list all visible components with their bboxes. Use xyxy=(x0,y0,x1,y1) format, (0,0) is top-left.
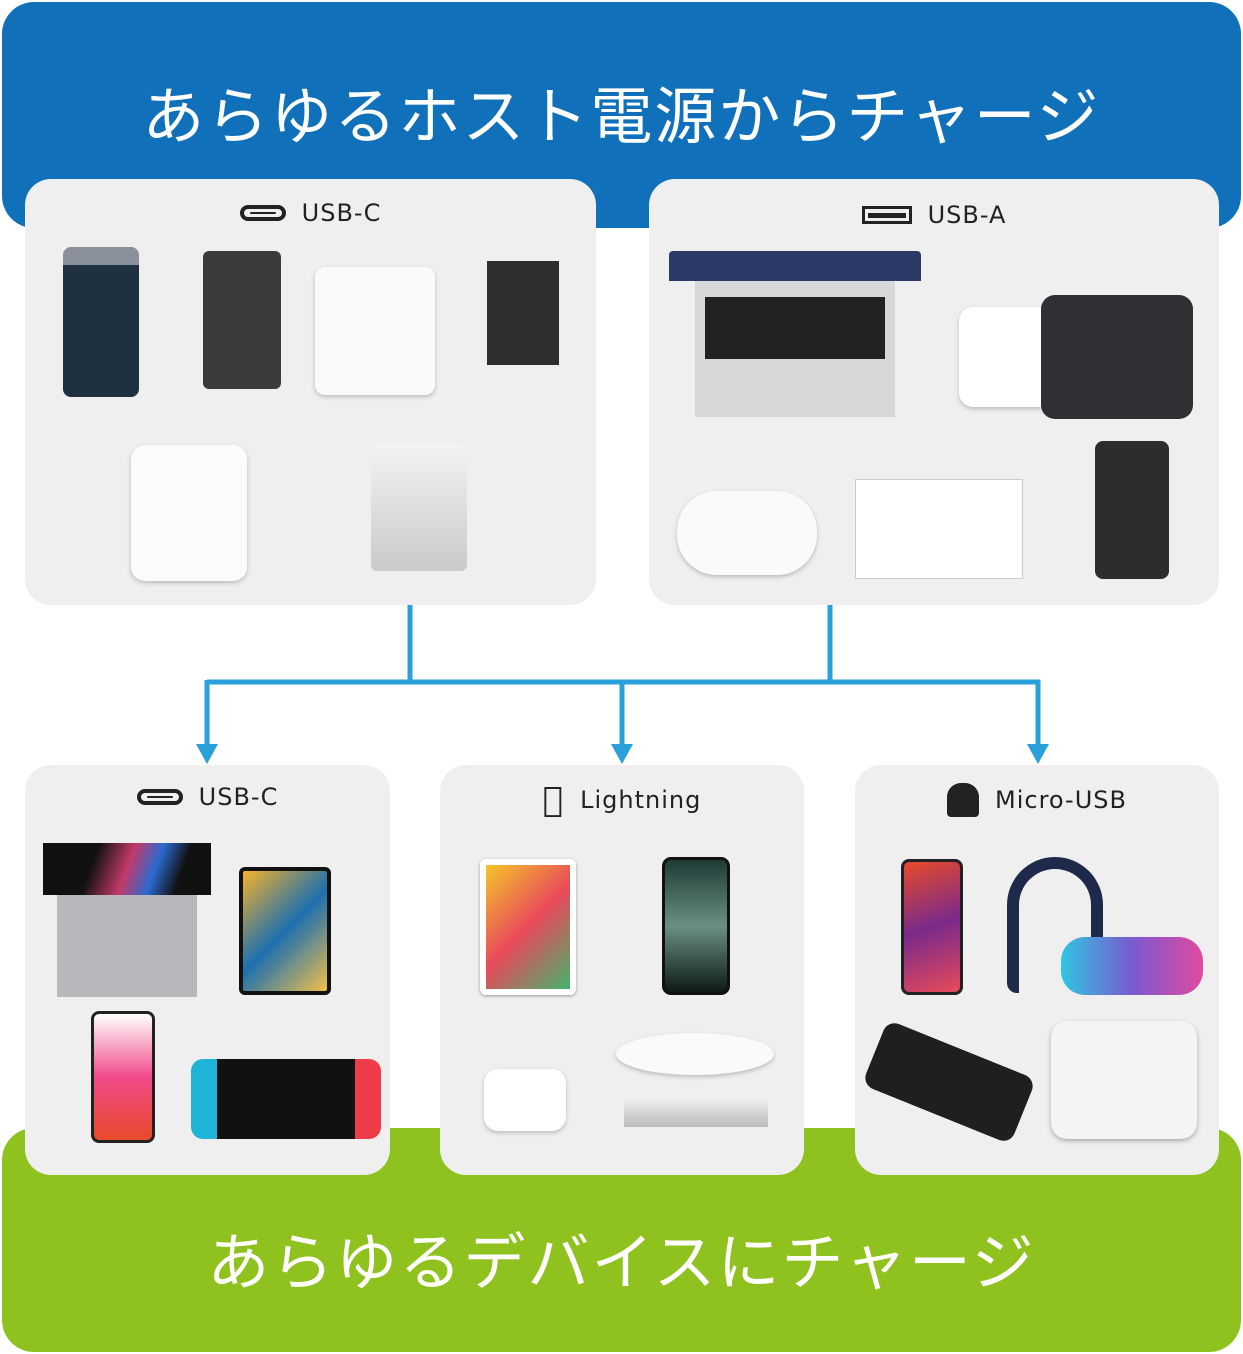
magic-trackpad-image xyxy=(624,1099,768,1127)
charger-image xyxy=(203,251,281,389)
power-bank-image xyxy=(63,247,139,397)
card-label: USB-A xyxy=(927,201,1007,229)
charger-image xyxy=(315,267,435,395)
power-bank-image xyxy=(371,443,467,571)
target-card-lightning: Lightning xyxy=(440,765,804,1175)
footer-title: あらゆるデバイスにチャージ xyxy=(207,1226,1036,1299)
card-label: USB-C xyxy=(198,783,279,811)
bluetooth-speaker-image xyxy=(1061,937,1203,995)
airpods-image xyxy=(484,1069,566,1131)
source-card-usb-a: USB-A xyxy=(649,179,1219,605)
magic-mouse-image xyxy=(616,1033,774,1075)
wall-socket-image xyxy=(855,479,1023,579)
android-icon xyxy=(947,783,980,817)
usb-c-icon xyxy=(239,205,286,221)
apple-icon:  xyxy=(543,783,564,817)
laptop-image xyxy=(669,251,921,281)
usb-a-icon xyxy=(861,206,912,224)
smartphone-image xyxy=(91,1011,155,1143)
ipad-image xyxy=(239,867,331,995)
iphone-image xyxy=(662,857,730,995)
macbook-base-image xyxy=(57,895,197,997)
action-camera-image xyxy=(1051,1021,1197,1139)
charger-image xyxy=(487,261,559,365)
card-label: Lightning xyxy=(569,783,700,814)
card-label: USB-C xyxy=(301,199,382,227)
nintendo-switch-image xyxy=(191,1059,381,1139)
usb-c-icon xyxy=(136,789,183,805)
power-bank-image xyxy=(1095,441,1169,579)
power-bank-image xyxy=(861,1019,1037,1145)
macbook-image xyxy=(43,843,211,895)
target-card-usb-c: USB-C xyxy=(25,765,390,1175)
laptop-charger-image xyxy=(131,445,247,581)
source-card-usb-c: USB-C xyxy=(25,179,596,605)
arrow-usbc xyxy=(196,744,218,764)
ipad-image xyxy=(480,859,576,995)
arrow-microusb xyxy=(1027,744,1049,764)
arrow-lightning xyxy=(611,744,633,764)
car-charger-image xyxy=(677,491,817,575)
usb-charger-image xyxy=(1041,295,1193,419)
card-label: Micro-USB xyxy=(995,786,1127,814)
target-card-micro-usb: Micro-USB xyxy=(855,765,1219,1175)
laptop-keyboard-image xyxy=(695,281,895,417)
smartphone-image xyxy=(901,859,963,995)
header-title: あらゆるホスト電源からチャージ xyxy=(142,80,1101,153)
